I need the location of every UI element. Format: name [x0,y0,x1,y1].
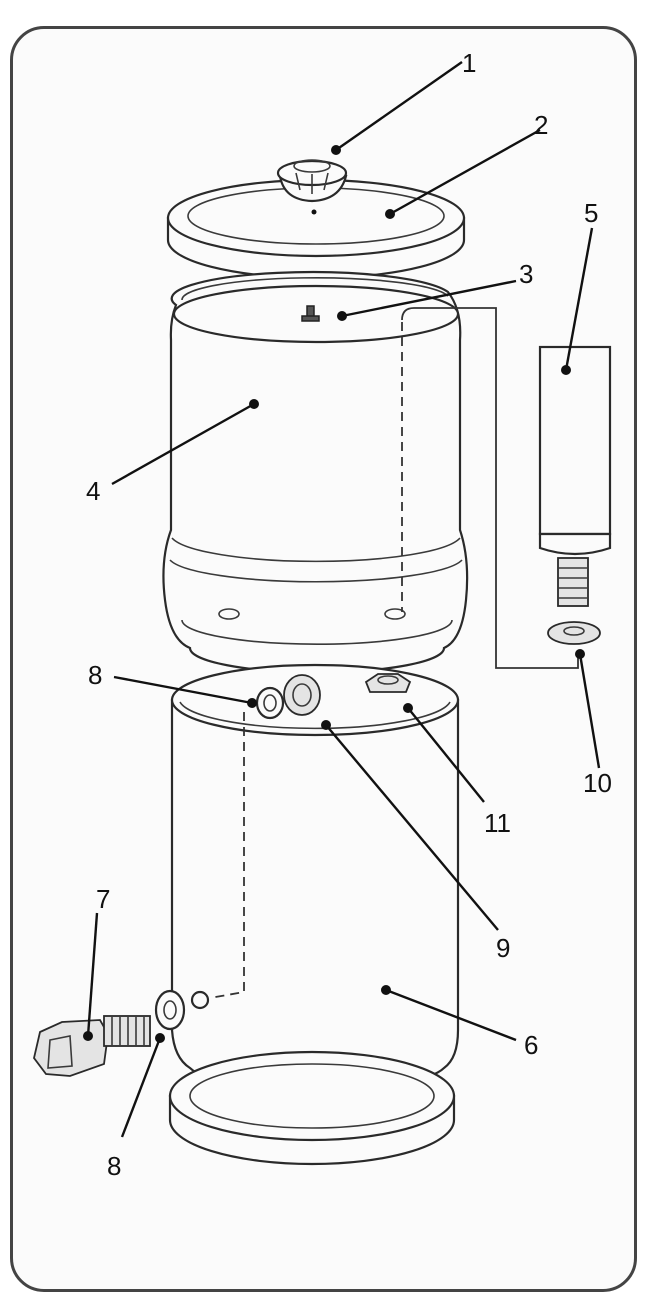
lower-chamber [170,663,460,1092]
spigot-washer-top [255,686,285,720]
assembly-guide-lines [209,307,579,999]
base-ring [168,1050,456,1166]
callout-10: 10 [583,768,612,798]
filter-wing-nut [364,673,412,693]
callout-7: 7 [96,884,110,914]
callout-4: 4 [86,476,100,506]
filter-washer [547,621,601,645]
spigot-nut [283,674,321,716]
leader-lines [83,61,601,1138]
lid-knob [276,159,348,203]
callout-3: 3 [519,259,533,289]
callout-5: 5 [584,198,598,228]
spigot-washer-bottom [154,989,186,1031]
filter-element [538,345,612,607]
callout-1: 1 [462,48,476,78]
spigot [33,1015,151,1077]
callout-8-top: 8 [88,660,102,690]
callout-2: 2 [534,110,548,140]
upper-chamber [162,270,469,674]
filter-bolt [301,305,320,322]
callout-9: 9 [496,933,510,963]
callout-6: 6 [524,1030,538,1060]
callout-8-bottom: 8 [107,1151,121,1181]
lid [166,178,466,280]
callout-11: 11 [484,808,511,838]
